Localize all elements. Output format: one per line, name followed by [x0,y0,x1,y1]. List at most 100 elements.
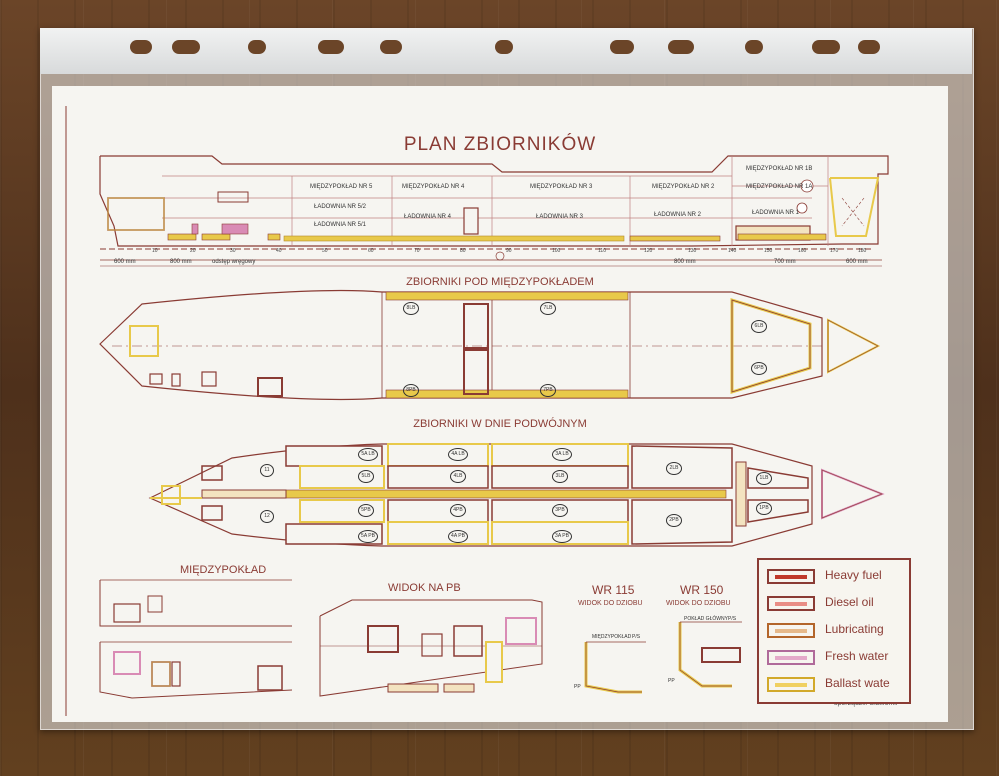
wr115-subtitle: WIDOK DO DZIOBU [578,600,643,607]
tank-id-bubble: 3PB [552,504,568,517]
tank-id-bubble: 12 [260,510,274,523]
tank-id-bubble: 7LB [540,302,556,315]
wr115-deck-label: MIĘDZYPOKŁAD [592,634,632,640]
frame-tick-label: 110 [598,248,606,254]
tank-id-bubble: 6PB [751,362,767,375]
punch-hole [318,40,344,54]
tank-id-bubble: 8LB [403,302,419,315]
legend-label: Diesel oil [825,595,874,609]
wr150-title: WR 150 [680,583,724,597]
wr115-ps-label: P/S [632,634,641,640]
frame-tick-label: 140 [728,248,737,254]
tween-deck-label: MIĘDZYPOKŁAD NR 1A [746,184,813,190]
tank-id-bubble: 2PB [666,514,682,527]
tank-id-bubble: 5PB [358,504,374,517]
tank-id-bubble: 4A PB [448,530,468,543]
double-bottom-tanks-plan [148,443,885,547]
frame-tick-label: 70 [414,248,420,254]
tank-id-bubble: 8PB [403,384,419,397]
hold-label: ŁADOWNIA NR 1 [752,210,800,216]
section-title-upper: ZBIORNIKI POD MIĘDZYPOKŁADEM [406,276,594,288]
frame-spacing-label: 800 mm [674,259,696,265]
frame-spacing-label: odstęp wręgowy [212,259,256,265]
frame-tick-label: 80 [460,248,466,254]
wr150-subtitle: WIDOK DO DZIOBU [666,600,731,607]
frame-tick-label: 130 [688,248,697,254]
wr115-title: WR 115 [592,583,635,597]
legend-item: Ballast wate [767,676,907,694]
legend-label: Lubricating [825,622,884,636]
frame-spacing-label: 600 mm [114,259,136,265]
punch-hole [172,40,200,54]
frame-tick-label: 10 [152,248,158,254]
tween-deck-label: MIĘDZYPOKŁAD NR 4 [402,184,465,190]
tanks-under-tweendeck-plan [99,289,881,401]
tween-deck-label: MIĘDZYPOKŁAD NR 5 [310,184,373,190]
legend-item: Fresh water [767,649,907,667]
tank-id-bubble: 5A PB [358,530,378,543]
legend-item: Lubricating [767,622,907,640]
ship-profile [99,155,889,267]
tank-id-bubble: 11 [260,464,274,477]
tank-id-bubble: 1LB [756,472,772,485]
frame-spacing-label: 600 mm [846,259,868,265]
hold-label: ŁADOWNIA NR 3 [536,214,584,220]
legend-label: Fresh water [825,649,889,663]
wr150-ps-label: P/S [728,616,737,622]
tank-id-bubble: 7PB [540,384,556,397]
punch-hole [610,40,634,54]
hold-label: ŁADOWNIA NR 5/2 [314,204,367,210]
frame-tick-label: 60 [368,248,374,254]
frame-spacing-label: 800 mm [170,259,192,265]
plan-title: PLAN ZBIORNIKÓW [403,134,597,155]
section-title-double-bottom: ZBIORNIKI W DNIE PODWÓJNYM [413,418,587,430]
tank-id-bubble: 3A PB [552,530,572,543]
frame-tick-label: 170 [830,248,839,254]
frame-tick-label: 90 [506,248,512,254]
punch-hole [812,40,840,54]
tank-id-bubble: 5LB [358,470,374,483]
tweendeck-small-views [99,579,293,699]
tank-id-bubble: 4A LB [448,448,468,461]
punch-hole [668,40,694,54]
legend: Heavy fuel Diesel oil Lubricating Fresh … [757,558,911,704]
legend-item: Heavy fuel [767,568,907,586]
side-view-drawing [319,599,543,697]
frame-tick-label: 30 [230,248,236,254]
legend-label: Heavy fuel [825,568,882,582]
frame-section-views [584,621,742,694]
frame-spacing-label: 700 mm [774,259,796,265]
frame-tick-label: 180 [858,248,867,254]
legend-swatch-heavy-fuel [767,569,815,584]
punch-hole [495,40,513,54]
hold-label: ŁADOWNIA NR 2 [654,212,702,218]
punch-hole [745,40,763,54]
frame-tick-label: 160 [798,248,807,254]
frame-tick-label: 100 [552,248,561,254]
tank-plan-drawing [65,106,889,716]
tank-id-bubble: 3LB [552,470,568,483]
section-title-side-view: WIDOK NA PB [388,582,461,594]
legend-swatch-fresh-water [767,650,815,665]
tank-id-bubble: 6LB [751,320,767,333]
tank-id-bubble: 4PB [450,504,466,517]
tween-deck-label: MIĘDZYPOKŁAD NR 2 [652,184,715,190]
tank-id-bubble: 3A LB [552,448,572,461]
hold-label: ŁADOWNIA NR 4 [404,214,452,220]
punch-hole [248,40,266,54]
legend-item: Diesel oil [767,595,907,613]
punch-hole [858,40,880,54]
frame-tick-label: 120 [644,248,653,254]
legend-label: Ballast wate [825,676,890,690]
section-title-tweendeck: MIĘDZYPOKŁAD [180,564,267,576]
punch-hole [380,40,402,54]
frame-tick-label: 40 [276,248,282,254]
legend-swatch-diesel-oil [767,596,815,611]
hold-label: ŁADOWNIA NR 5/1 [314,222,367,228]
legend-swatch-ballast-water [767,677,815,692]
frame-tick-label: 50 [322,248,328,254]
tank-id-bubble: 5A LB [358,448,378,461]
legend-swatch-lubricating [767,623,815,638]
tank-id-bubble: 2LB [666,462,682,475]
wr150-pp-label: PP [668,678,675,684]
